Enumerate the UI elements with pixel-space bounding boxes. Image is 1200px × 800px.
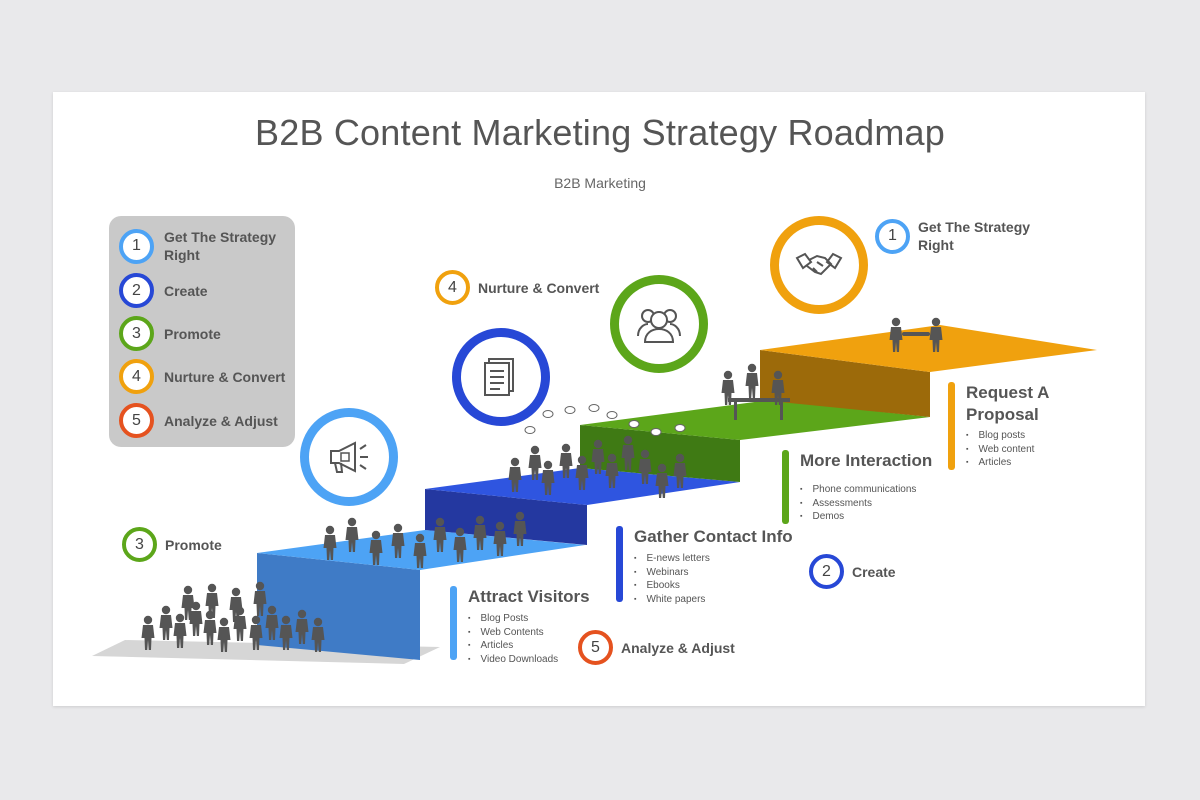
stage-title: Request A Proposal [966,383,1049,424]
callout-analyze-label: Analyze & Adjust [621,639,735,656]
stage-bar [948,382,955,470]
step-4-top [760,325,1097,372]
list-item: Web Contents [468,627,558,641]
stage-title: Gather Contact Info [634,527,793,546]
stage-bar [450,586,457,660]
legend-label-4: Nurture & Convert [164,368,286,385]
callout-promote: 3 Promote [122,527,222,562]
list-item: Blog posts [966,430,1034,444]
list-item: Phone communications [800,484,916,498]
callout-strategy-label: Get The Strategy Right [918,219,1031,253]
stage-list: Phone communications Assessments Demos [800,484,916,525]
document-icon [452,328,550,426]
stage-title: More Interaction [800,451,933,470]
list-item: Articles [468,640,558,654]
legend-item-5: 5 Analyze & Adjust [119,403,289,438]
stage-title: Attract Visitors [468,587,590,606]
list-item: White papers [634,594,710,608]
list-item: Ebooks [634,580,710,594]
group-icon [610,275,708,373]
callout-strategy: 1 Get The Strategy Right [875,218,1038,254]
number-badge-5: 5 [119,403,154,438]
number-badge-3: 3 [119,316,154,351]
callout-analyze-badge: 5 [578,630,613,665]
list-item: Blog Posts [468,613,558,627]
page-subtitle: B2B Marketing [554,175,646,191]
callout-create-badge: 2 [809,554,844,589]
stage-list: Blog Posts Web Contents Articles Video D… [468,613,558,667]
callout-nurture-badge: 4 [435,270,470,305]
callout-nurture-label: Nurture & Convert [478,279,600,296]
callout-promote-badge: 3 [122,527,157,562]
list-item: E-news letters [634,553,709,567]
callout-analyze: 5 Analyze & Adjust [578,630,735,665]
list-item: Articles [966,457,1034,471]
legend-item-1: 1 Get The Strategy Right [119,228,289,264]
step-4-riser [760,350,930,417]
number-badge-4: 4 [119,359,154,394]
step-1-riser [257,553,420,660]
list-item: Assessments [800,498,916,512]
speech-bubbles [524,404,686,436]
stage-list: E-news letters Webinars Ebooks White pap… [634,553,710,608]
stage-bar [616,526,623,602]
callout-nurture: 4 Nurture & Convert [435,270,599,305]
handshake-people [889,317,943,352]
stage-list: Blog posts Web content Articles [966,430,1034,471]
number-badge-2: 2 [119,273,154,308]
legend-item-2: 2 Create [119,273,289,308]
step-3-top [580,400,930,440]
legend-panel: 1 Get The Strategy Right 2 Create 3 Prom… [109,216,295,447]
step-2-riser [425,489,587,545]
meeting-group [721,363,790,420]
page-title: B2B Content Marketing Strategy Roadmap [255,112,945,153]
list-item: Webinars [634,567,710,581]
callout-create: 2 Create [809,554,896,589]
callout-create-label: Create [852,563,896,580]
legend-label-3: Promote [164,325,221,342]
callout-promote-label: Promote [165,536,222,553]
callout-strategy-badge: 1 [875,218,910,254]
step-3-riser [580,425,740,482]
number-badge-1: 1 [119,228,154,264]
legend-label-2: Create [164,282,208,299]
legend-label-1: Get The Strategy Right [164,229,277,263]
list-item: Demos [800,511,916,525]
legend-label-5: Analyze & Adjust [164,412,278,429]
megaphone-icon [300,408,398,506]
stage-bar [782,450,789,524]
handshake-icon [770,216,868,314]
legend-item-3: 3 Promote [119,316,289,351]
legend-item-4: 4 Nurture & Convert [119,359,289,394]
list-item: Video Downloads [468,654,558,668]
list-item: Web content [966,444,1034,458]
